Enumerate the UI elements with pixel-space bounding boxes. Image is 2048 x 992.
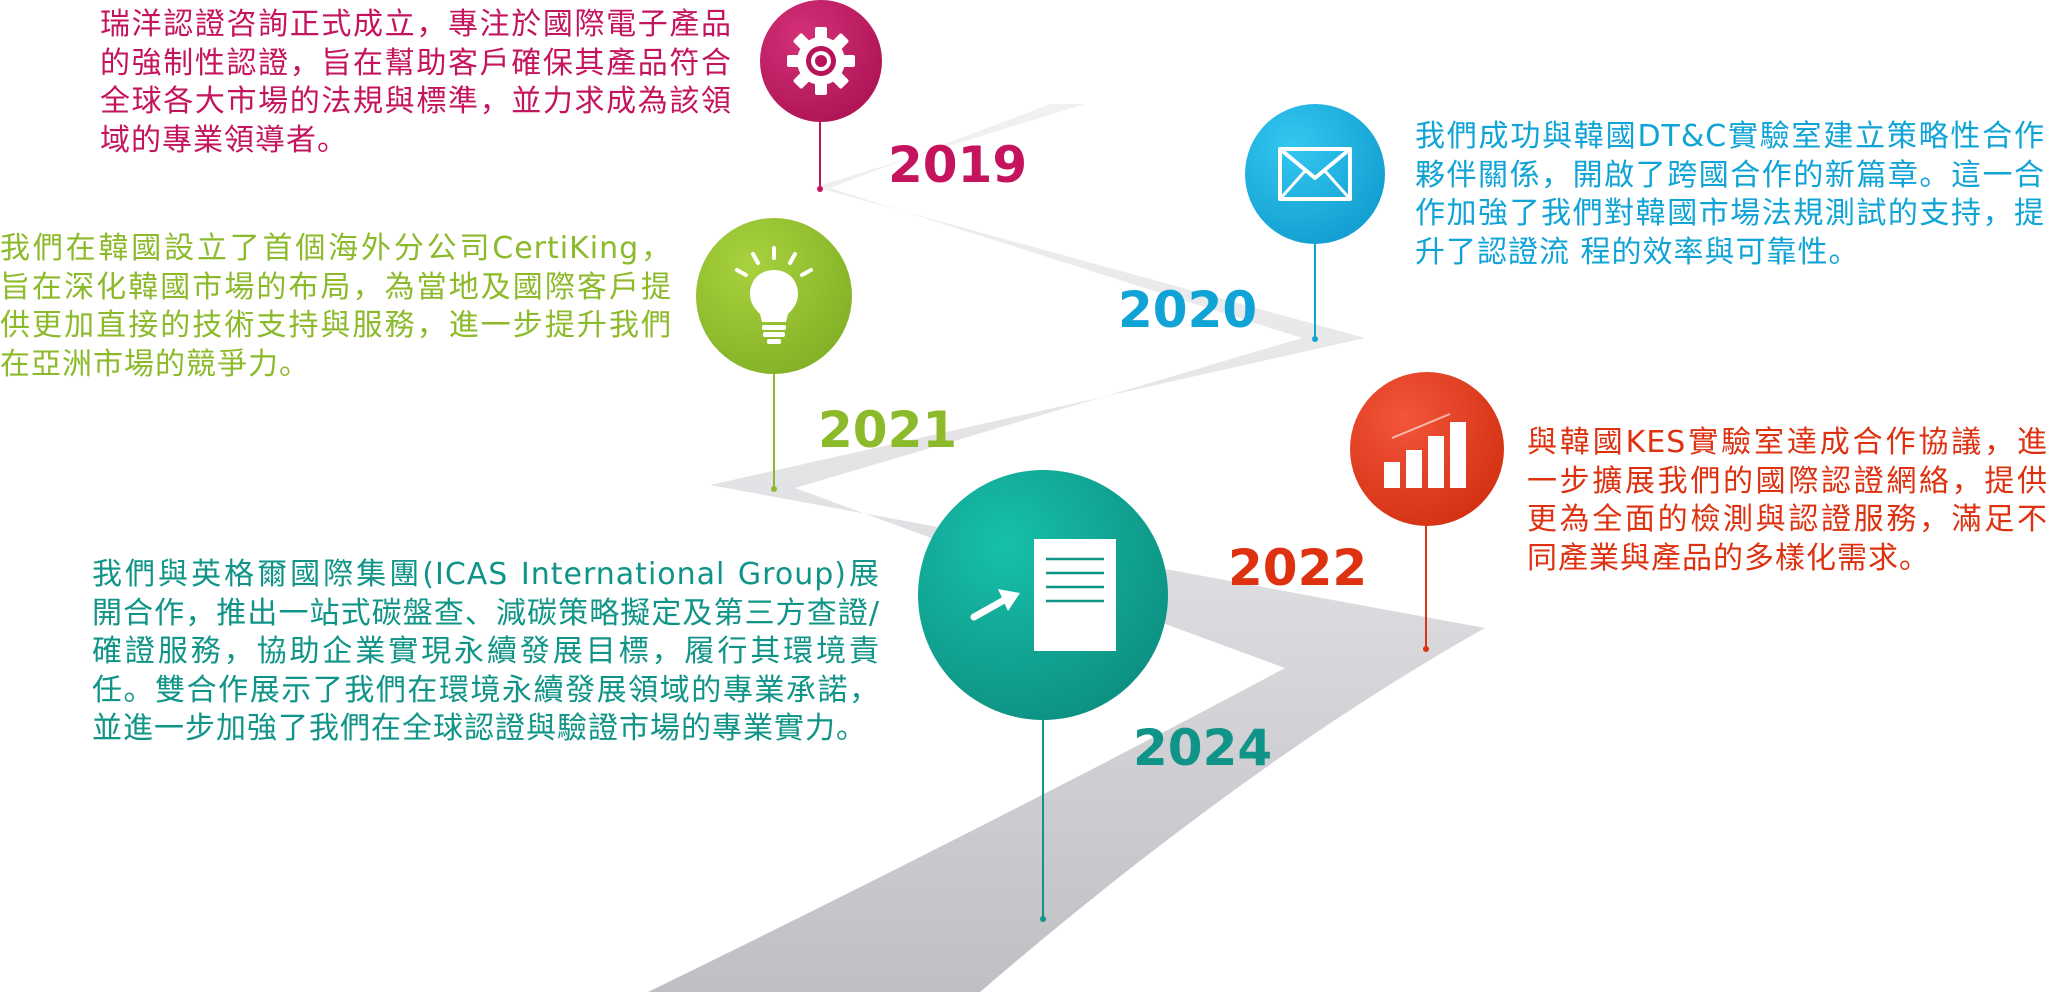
milestone-2022-circle (1350, 372, 1504, 526)
milestone-2020-text: 我們成功與韓國DT&C實驗室建立策略性合作夥伴關係，開啟了跨國合作的新篇章。這一… (1415, 119, 2045, 270)
milestone-2021-stem-dot (771, 486, 777, 492)
lightbulb-icon (735, 246, 813, 344)
milestone-2024-text: 我們與英格爾國際集團(ICAS International Group)展開合作… (92, 557, 880, 746)
milestone-2019-stem-dot (817, 186, 823, 192)
road-surface (648, 104, 1485, 992)
envelope-icon (1278, 147, 1352, 201)
milestone-2021-text: 我們在韓國設立了首個海外分公司CertiKing，旨在深化韓國市場的布局，為當地… (0, 231, 672, 382)
milestone-2022-year: 2022 (1228, 539, 1368, 597)
milestone-2024-stem-dot (1040, 916, 1046, 922)
milestone-2021-stem (773, 374, 775, 488)
milestone-2022-stem-dot (1423, 646, 1429, 652)
milestone-2019-circle (760, 0, 882, 122)
milestone-2020-stem-dot (1312, 336, 1318, 342)
milestone-2024-stem (1042, 720, 1044, 918)
milestone-2022-text: 與韓國KES實驗室達成合作協議，進一步擴展我們的國際認證網絡，提供更為全面的檢測… (1527, 425, 2048, 576)
milestone-2024-year: 2024 (1133, 719, 1273, 777)
milestone-2024-circle (918, 470, 1168, 720)
milestone-2019-text: 瑞洋認證咨詢正式成立，專注於國際電子產品的強制性認證，旨在幫助客戶確保其產品符合… (100, 7, 732, 158)
bar-chart-icon (1384, 413, 1466, 488)
milestone-2019-year: 2019 (888, 136, 1028, 194)
milestone-2022-stem (1425, 526, 1427, 648)
milestone-2021-year: 2021 (818, 401, 958, 459)
gear-icon (787, 27, 855, 95)
milestone-2019-stem (819, 122, 821, 188)
milestone-2021-circle (696, 218, 852, 374)
milestone-2020-circle (1245, 104, 1385, 244)
milestone-2020-year: 2020 (1118, 281, 1258, 339)
milestone-2020-stem (1314, 244, 1316, 338)
document-icon (970, 539, 1116, 651)
